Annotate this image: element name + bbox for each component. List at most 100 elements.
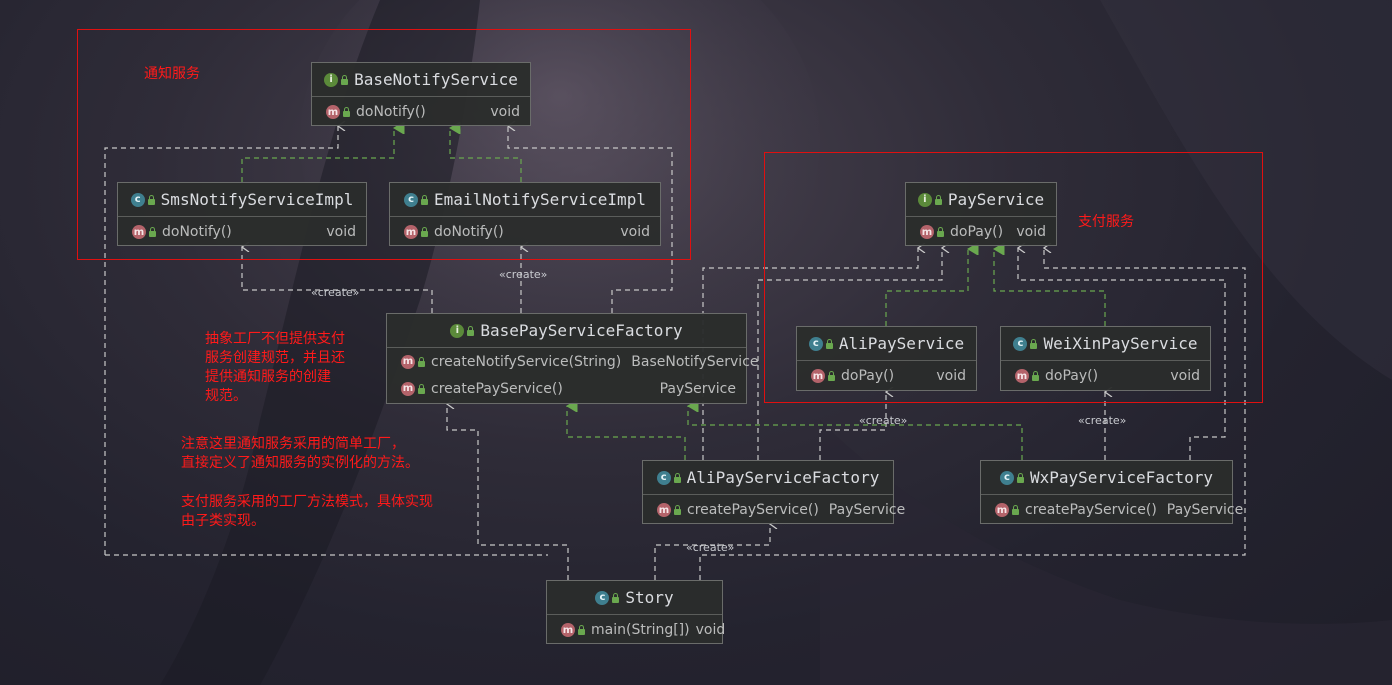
lock-icon	[467, 325, 475, 336]
method-name: doPay()	[1045, 368, 1099, 384]
interface-icon: i	[917, 192, 932, 207]
method-type: void	[1016, 224, 1046, 240]
method-icon: m	[657, 503, 671, 517]
lock-icon	[418, 383, 425, 394]
method-type: void	[490, 104, 520, 120]
method-type: void	[936, 368, 966, 384]
lock-icon	[674, 505, 681, 515]
interface-icon: i	[324, 72, 339, 87]
sms-implements-basenotify-edge	[241, 128, 394, 182]
method-name: main(String[])	[591, 622, 690, 638]
alipay-implements-payservice-edge	[885, 249, 968, 326]
lock-icon	[341, 74, 349, 85]
method-name: createNotifyService(String)	[431, 353, 622, 370]
method-type: PayService	[659, 380, 736, 397]
notify-group-label: 通知服务	[144, 66, 200, 82]
story-creates-alifactory-edge	[654, 524, 770, 580]
method-icon: m	[132, 225, 146, 239]
email-implements-basenotify-edge	[450, 128, 522, 182]
class-name: BasePayServiceFactory	[480, 321, 683, 340]
class-name: BaseNotifyService	[354, 70, 518, 89]
lock-icon	[147, 194, 155, 205]
method-icon: m	[1015, 369, 1029, 383]
class-name: SmsNotifyServiceImpl	[160, 190, 354, 209]
class-ali-pay-service-factory[interactable]: c AliPayServiceFactory m createPayService(…	[642, 460, 905, 524]
method-type: PayService	[1166, 502, 1244, 518]
class-base-notify-service[interactable]: i BaseNotifyService m doNotify() void	[311, 62, 531, 126]
lock-icon	[934, 194, 942, 205]
lock-icon	[149, 227, 156, 237]
method-name: doNotify()	[356, 104, 426, 120]
method-type: BaseNotifyService	[631, 353, 759, 370]
weixin-implements-payservice-edge	[994, 249, 1106, 326]
class-story[interactable]: c Story m main(String[]) void	[546, 580, 726, 644]
factory-method-note: 支付服务采用的工厂方法模式，具体实现 由子类实现。	[181, 494, 433, 529]
method-name: doNotify()	[162, 224, 232, 240]
method-name: doNotify()	[434, 224, 504, 240]
lock-icon	[578, 625, 585, 635]
class-pay-service[interactable]: i PayService m doPay() void	[905, 182, 1057, 246]
alifactory-creates-alipay-edge	[819, 392, 886, 460]
lock-icon	[1016, 472, 1024, 483]
pay-group-label: 支付服务	[1078, 214, 1134, 230]
lock-icon	[343, 107, 350, 117]
lock-icon	[421, 194, 429, 205]
method-icon: m	[326, 105, 340, 119]
class-icon: c	[404, 192, 419, 207]
alifactory-uses-payservice-edge	[702, 248, 918, 460]
abstract-factory-note: 抽象工厂不但提供支付 服务创建规范，并且还 提供通知服务的创建 规范。	[205, 331, 345, 404]
class-email-notify-service-impl[interactable]: c EmailNotifyServiceImpl m doNotify() void	[389, 182, 661, 246]
alifactory-uses-payservice-edge-2	[757, 248, 942, 460]
factory-uses-basenotify-edge	[508, 126, 673, 313]
method-icon: m	[401, 381, 415, 396]
method-icon: m	[561, 623, 575, 637]
simple-factory-note: 注意这里通知服务采用的简单工厂， 直接定义了通知服务的实例化的方法。	[181, 436, 419, 471]
lock-icon	[612, 592, 620, 603]
method-type: void	[326, 224, 356, 240]
method-name: doPay()	[950, 224, 1004, 240]
class-name: PayService	[947, 190, 1045, 209]
lock-icon	[1012, 505, 1019, 515]
class-icon: c	[656, 470, 671, 485]
method-icon: m	[401, 354, 415, 369]
lock-icon	[828, 371, 835, 381]
story-uses-factory-edge	[447, 404, 569, 580]
class-name: Story	[625, 588, 674, 607]
method-name: createPayService()	[431, 380, 563, 397]
method-icon: m	[995, 503, 1009, 517]
lock-icon	[673, 472, 681, 483]
create-label-alipay: «create»	[859, 414, 908, 427]
notify-group-box	[77, 29, 691, 260]
class-name: EmailNotifyServiceImpl	[434, 190, 646, 209]
create-label-alifactory: «create»	[686, 541, 735, 554]
pay-group-box	[764, 152, 1263, 403]
create-label-email: «create»	[499, 268, 548, 281]
method-name: createPayService()	[1025, 502, 1157, 518]
method-name: doPay()	[841, 368, 895, 384]
class-name: AliPayService	[838, 334, 965, 353]
wxfactory-uses-payservice-edge	[1018, 248, 1226, 460]
class-icon: c	[595, 590, 610, 605]
lock-icon	[421, 227, 428, 237]
alifactory-implements-base-edge	[567, 406, 686, 460]
method-icon: m	[920, 225, 934, 239]
method-type: void	[695, 622, 726, 638]
method-type: PayService	[828, 502, 906, 518]
lock-icon	[1030, 338, 1038, 349]
method-name: createPayService()	[687, 502, 819, 518]
class-ali-pay-service[interactable]: c AliPayService m doPay() void	[796, 326, 977, 391]
method-icon: m	[811, 369, 825, 383]
lock-icon	[418, 356, 425, 367]
class-name: AliPayServiceFactory	[686, 468, 880, 487]
create-label-sms: «create»	[311, 286, 360, 299]
method-type: void	[620, 224, 650, 240]
class-icon: c	[808, 336, 823, 351]
method-icon: m	[404, 225, 418, 239]
lock-icon	[937, 227, 944, 237]
create-label-weixin: «create»	[1078, 414, 1127, 427]
class-name: WxPayServiceFactory	[1029, 468, 1214, 487]
